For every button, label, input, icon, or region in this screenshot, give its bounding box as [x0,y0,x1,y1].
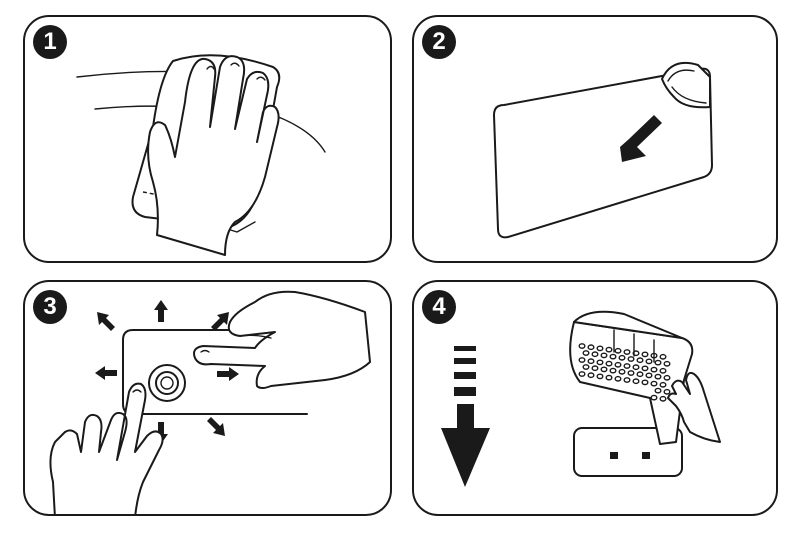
basket-hole [587,344,595,351]
step-2-panel: 2 [412,15,778,263]
basket-hole [587,358,595,365]
basket-holes [578,343,671,402]
basket-hole [650,380,658,387]
basket-hole [618,368,626,375]
step-1-panel: 1 [23,15,392,263]
basket-hole [582,364,590,370]
basket-hole [609,353,617,360]
basket-hole [600,366,608,373]
basket-hole [641,351,649,358]
basket-hole [614,347,622,354]
basket-hole [654,387,662,394]
basket-hole [614,375,622,382]
basket-hole [663,360,671,367]
basket-hole [605,360,613,367]
basket-hole [578,371,586,377]
basket-hole [618,354,626,361]
step-4-panel: 4 [412,280,778,516]
wipe-surface-icon [76,54,326,256]
basket-hole [641,379,649,386]
basket-hole [627,356,635,362]
basket-hole [645,358,653,365]
basket-hole [582,350,590,356]
basket-hole [650,366,658,373]
basket-hole [650,352,658,359]
basket-hole [650,394,658,401]
basket-hole [659,353,667,360]
basket-hole [587,372,595,379]
basket-hole [591,351,599,358]
basket-hole [614,361,622,368]
basket-hole [663,388,671,395]
basket-hole [600,352,608,359]
basket-hole [605,374,613,381]
press-adhesive-icon [49,290,371,514]
hang-basket-icon [441,310,721,487]
basket-hole [636,357,644,364]
basket-hole [632,364,640,371]
basket-hole [591,365,599,372]
basket-hole [609,367,617,374]
basket-hole [663,374,671,381]
basket-hole [636,371,644,378]
step-number-badge: 3 [33,290,67,324]
step-number-badge: 4 [422,290,456,324]
peel-backing-icon [493,61,713,239]
basket-hole [645,372,653,379]
basket-hole [623,363,631,369]
basket-hole [596,345,604,352]
step-number-badge: 1 [33,25,67,59]
basket-hole [578,343,586,349]
basket-hole [596,373,604,380]
basket-hole [632,350,640,357]
basket-hole [659,395,667,402]
basket-hole [623,377,631,383]
basket-hole [641,365,649,372]
basket-hole [659,381,667,388]
basket-hole [623,349,631,355]
step-number-badge: 2 [422,25,456,59]
basket-hole [578,357,586,363]
step-3-panel: 3 [23,280,392,516]
basket-hole [627,370,635,376]
basket-hole [659,367,667,374]
basket-hole [654,359,662,366]
basket-hole [596,359,604,366]
basket-hole [605,346,613,353]
basket-hole [654,373,662,380]
basket-hole [632,378,640,385]
